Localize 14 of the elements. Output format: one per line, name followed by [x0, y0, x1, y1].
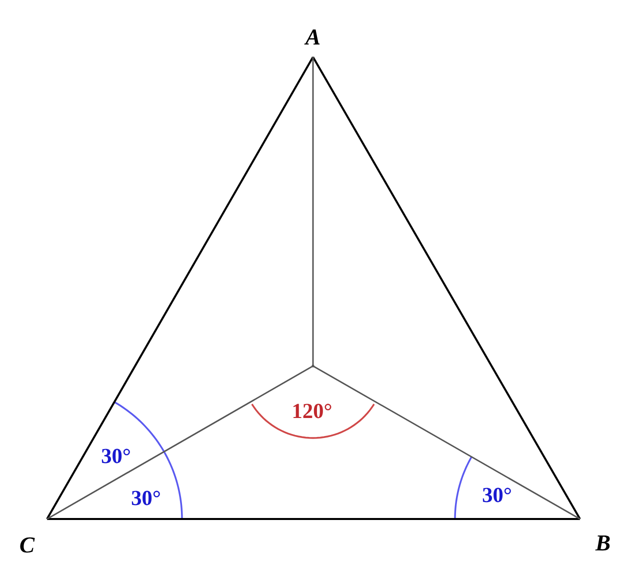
angle-label: 30°: [102, 448, 130, 464]
line-segment: [46, 56, 314, 520]
line-segment: [312, 57, 314, 366]
angle-label: 30°: [482, 488, 511, 502]
vertex-label: C: [20, 537, 35, 553]
line-segment: [47, 518, 580, 520]
line-segment: [312, 56, 581, 520]
vertex-label: A: [304, 30, 320, 44]
line-segment: [46, 365, 314, 520]
vertex-label: B: [595, 536, 610, 550]
center-point: [312, 364, 314, 368]
angle-label: 120°: [293, 404, 332, 418]
line-segment: [312, 365, 580, 520]
angle-label: 30°: [132, 490, 160, 506]
